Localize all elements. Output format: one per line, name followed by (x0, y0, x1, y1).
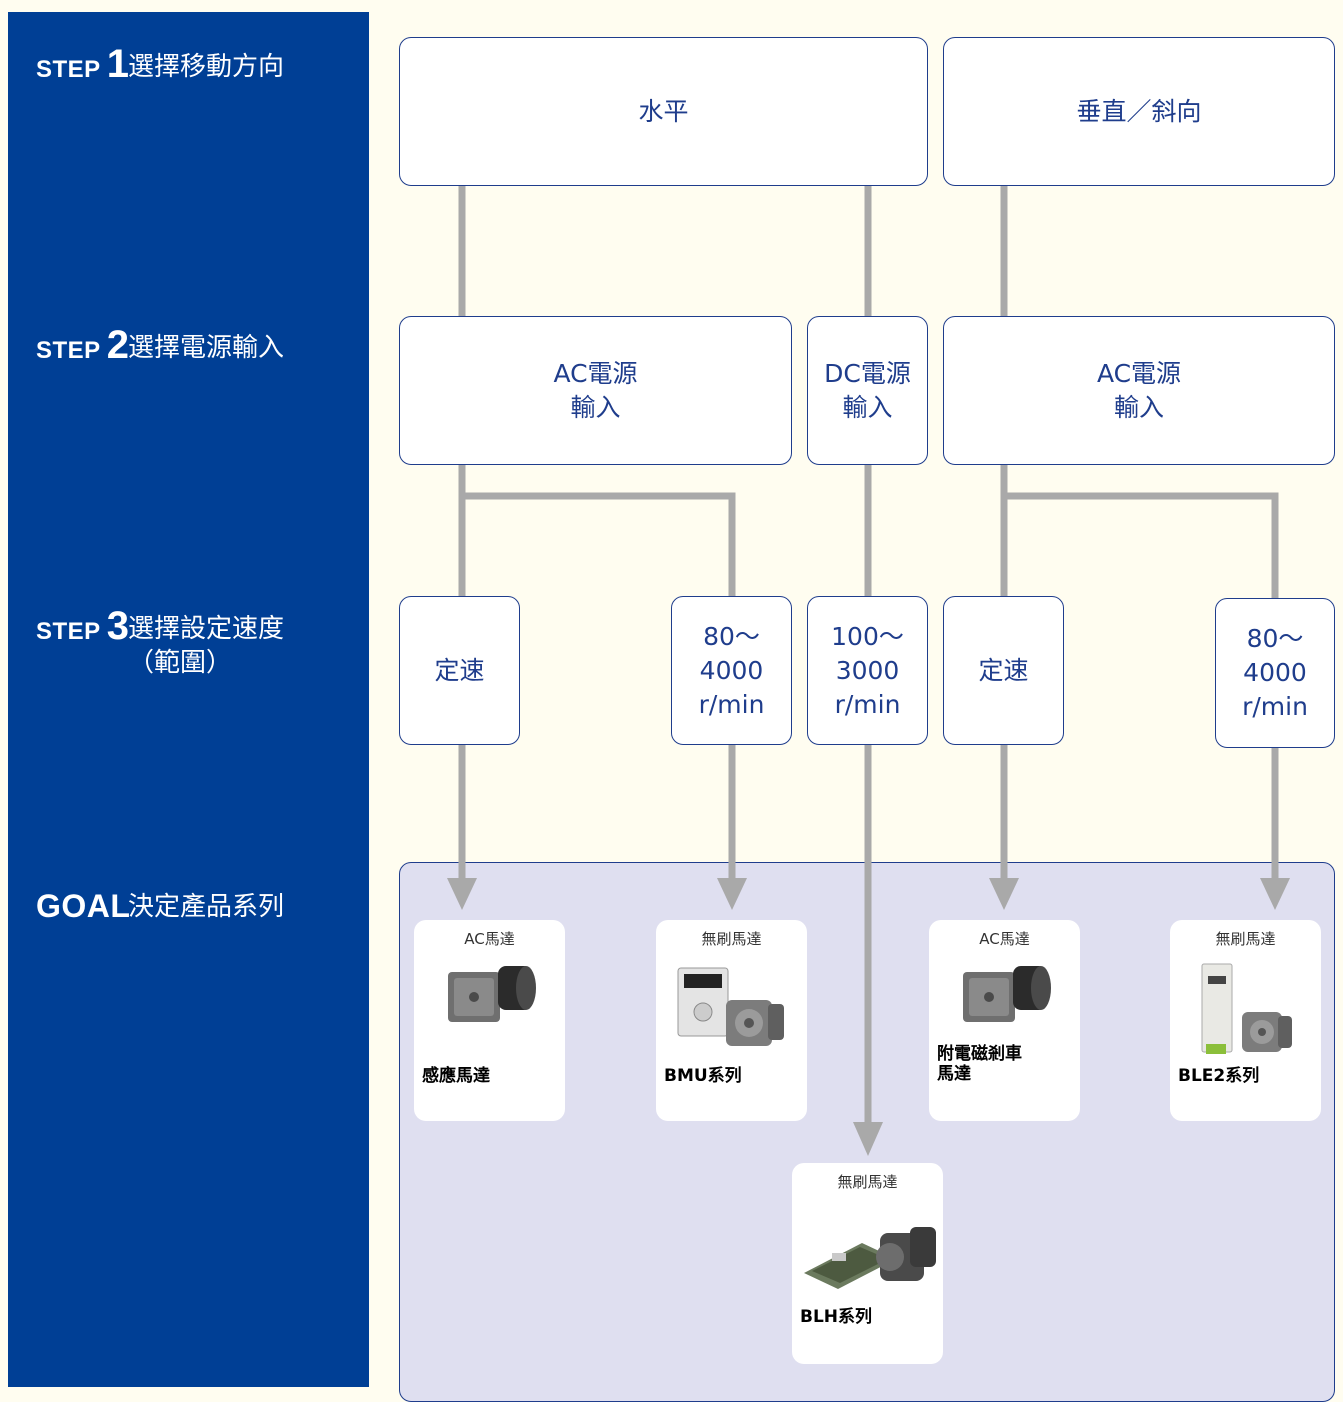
brushless-motor-driver-icon (1201, 963, 1292, 1054)
product-name: 感應馬達 (422, 1066, 490, 1086)
product-category: 無刷馬達 (1215, 930, 1276, 948)
product-card-brake-motor[interactable]: AC馬達 附電磁剎車 馬達 (929, 920, 1080, 1121)
step-2-label: STEP 2 選擇電源輸入 (36, 323, 284, 368)
product-category: 無刷馬達 (837, 1173, 898, 1191)
ac-motor-icon (448, 966, 536, 1022)
step-number: 2 (106, 323, 129, 367)
speed-constant-left-box[interactable]: 定速 (399, 596, 520, 745)
ac-motor-icon (963, 966, 1051, 1022)
product-name: 附電磁剎車 馬達 (937, 1044, 1022, 1084)
goal-label: GOAL 決定產品系列 (36, 888, 284, 925)
step-description: 選擇移動方向 (128, 52, 285, 82)
connectors (458, 185, 1279, 1124)
step-number: 3 (106, 604, 129, 648)
step-sidebar (8, 12, 369, 1387)
product-name: BLH系列 (800, 1307, 873, 1327)
arrowheads (447, 878, 1290, 1156)
power-ac-right-box[interactable]: AC電源 輸入 (943, 316, 1335, 465)
brushless-board-motor-icon (804, 1227, 936, 1289)
goal-word: GOAL (36, 888, 131, 924)
product-card-blh-series[interactable]: 無刷馬達 BLH系列 (792, 1163, 943, 1364)
product-name: BLE2系列 (1178, 1066, 1260, 1086)
goal-description: 決定產品系列 (128, 892, 285, 922)
product-card-ble2-series[interactable]: 無刷馬達 BLE2系列 (1170, 920, 1321, 1121)
step-description: 選擇電源輸入 (128, 333, 285, 363)
step-3-label: STEP 3 選擇設定速度 （範圍） (36, 604, 284, 678)
speed-constant-right-box[interactable]: 定速 (943, 596, 1064, 745)
brushless-motor-driver-icon (677, 967, 784, 1046)
product-card-induction-motor[interactable]: AC馬達 感應馬達 (414, 920, 565, 1121)
power-ac-left-box[interactable]: AC電源 輸入 (399, 316, 792, 465)
product-category: 無刷馬達 (701, 930, 762, 948)
product-card-bmu-series[interactable]: 無刷馬達 BMU系列 (656, 920, 807, 1121)
direction-vertical-box[interactable]: 垂直／斜向 (943, 37, 1335, 186)
speed-range-dc-box[interactable]: 100～ 3000 r/min (807, 596, 928, 745)
step-1-label: STEP 1 選擇移動方向 (36, 42, 284, 87)
speed-range-right-box[interactable]: 80～ 4000 r/min (1215, 598, 1335, 748)
product-name: BMU系列 (664, 1066, 742, 1086)
step-word: STEP (36, 618, 101, 645)
product-category: AC馬達 (979, 930, 1030, 948)
step-number: 1 (106, 42, 129, 86)
product-category: AC馬達 (464, 930, 515, 948)
step-description: 選擇設定速度 （範圍） (128, 614, 285, 678)
power-dc-box[interactable]: DC電源 輸入 (807, 316, 928, 465)
step-word: STEP (36, 337, 101, 364)
direction-horizontal-box[interactable]: 水平 (399, 37, 928, 186)
speed-range-left-box[interactable]: 80～ 4000 r/min (671, 596, 792, 745)
step-word: STEP (36, 56, 101, 83)
